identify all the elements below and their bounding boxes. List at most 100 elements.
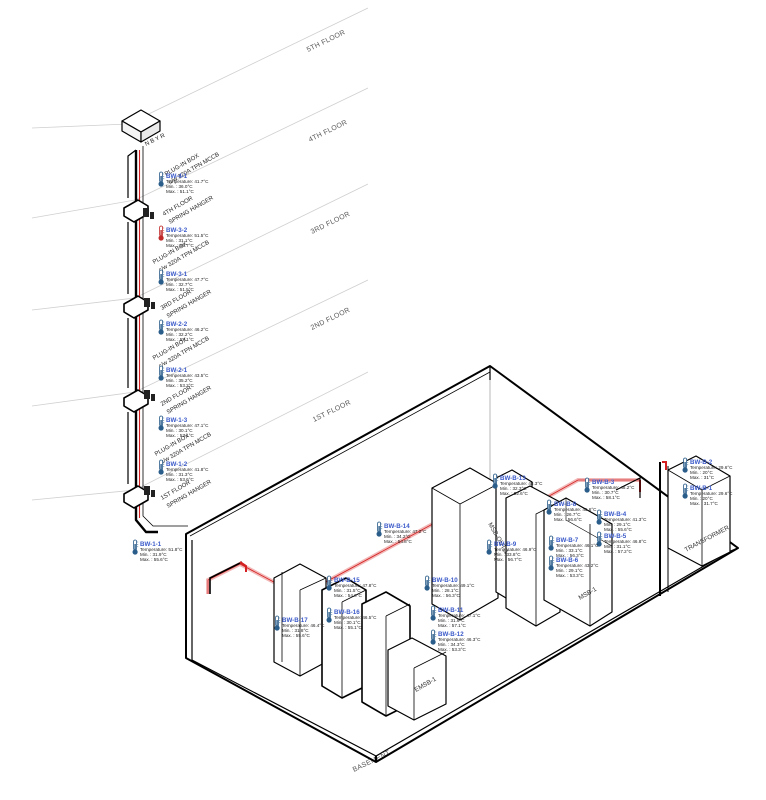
sensor-bw-2-2[interactable]: BW-2-2 Temperature: 46.2°C Min. : 32.2°C… (158, 319, 210, 342)
sensor-min: Min. : 30.1°C (166, 428, 193, 433)
thermometer-icon (274, 615, 281, 631)
sensor-temperature: Temperature: 46.8°C (604, 539, 647, 544)
sensor-bw-b-2[interactable]: BW-B-2 Temperature: 29.6°C Min. : 20°C M… (682, 457, 734, 480)
sensor-min: Min. : 31.8°C (282, 628, 309, 633)
thermometer-icon (546, 499, 553, 515)
sensor-min: Min. : 28.1°C (432, 588, 459, 593)
sensor-bw-1-1[interactable]: BW-1-1 Temperature: 51.8°C Min. : 31.9°C… (132, 539, 184, 562)
sensor-min: Min. : 31.3°C (166, 472, 193, 477)
thermometer-icon (158, 319, 165, 335)
sensor-id: BW-B-10 (432, 577, 458, 584)
sensor-bw-b-17[interactable]: BW-B-17 Temperature: 46.4°C Min. : 31.8°… (274, 615, 326, 638)
sensor-max: Max. : 55.6°C (140, 557, 169, 562)
sensor-min: Min. : 30.1°C (334, 620, 361, 625)
sensor-bw-b-13[interactable]: BW-B-13 Temperature: 48.3°C Min. : 32.3°… (492, 473, 544, 496)
sensor-min: Min. : 33.8°C (494, 552, 521, 557)
sensor-max: Max. : 57.1°C (166, 337, 195, 342)
sensor-max: Max. : 55.6°C (604, 527, 633, 532)
thermometer-icon (430, 605, 437, 621)
sensor-temperature: Temperature: 49.1°C (432, 583, 475, 588)
floor-label-5th: 5TH FLOOR (306, 29, 347, 54)
floor-label-3rd: 3RD FLOOR (310, 211, 352, 236)
sensor-temperature: Temperature: 43.2°C (556, 563, 599, 568)
sensor-max: Max. : 56.6°C (554, 517, 583, 522)
thermometer-icon (682, 457, 689, 473)
sensor-temperature: Temperature: 29.6°C (690, 465, 733, 470)
sensor-min: Min. : 26.7°C (554, 512, 581, 517)
sensor-id: BW-B-17 (282, 617, 308, 624)
sensor-bw-1-3[interactable]: BW-1-3 Temperature: 47.1°C Min. : 30.1°C… (158, 415, 210, 438)
sensor-bw-3-2[interactable]: BW-3-2 Temperature: 51.5°C Min. : 31.1°C… (158, 225, 210, 248)
sensor-max: Max. : 55.1°C (334, 625, 363, 630)
sensor-bw-b-9[interactable]: BW-B-9 Temperature: 46.9°C Min. : 33.8°C… (486, 539, 538, 562)
floor-label-4th: 4TH FLOOR (308, 119, 349, 144)
thermometer-icon (548, 555, 555, 571)
sensor-min: Min. : 32.3°C (500, 486, 527, 491)
sensor-max: Max. : 51.1°C (166, 189, 195, 194)
sensor-max: Max. : 51.5°C (166, 287, 195, 292)
basement-busbar (206, 461, 667, 599)
sensor-bw-b-16[interactable]: BW-B-16 Temperature: 46.5°C Min. : 30.1°… (326, 607, 378, 630)
sensor-temperature: Temperature: 47.7°C (166, 277, 209, 282)
sensor-min: Min. : 36.0°C (166, 184, 193, 189)
sensor-id: BW-2-2 (166, 321, 188, 328)
sensor-bw-b-5[interactable]: BW-B-5 Temperature: 46.8°C Min. : 31.1°C… (596, 531, 648, 554)
sensor-max: Max. : 53.2°C (166, 383, 195, 388)
sensor-max: Max. : 53.1°C (166, 433, 195, 438)
sensor-max: Max. : 57.1°C (438, 623, 467, 628)
sensor-id: BW-3-2 (166, 227, 188, 234)
sensor-id: BW-B-1 (690, 485, 713, 492)
plug-in-box-2f (144, 390, 155, 401)
sensor-id: BW-B-9 (494, 541, 517, 548)
sensor-bw-b-3[interactable]: BW-B-3 Temperature: 48.2°C Min. : 30.7°C… (584, 477, 636, 500)
sensor-id: BW-B-16 (334, 609, 360, 616)
sensor-temperature: Temperature: 46.9°C (494, 547, 537, 552)
sensor-min: Min. : 30.7°C (592, 490, 619, 495)
sensor-min: Min. : 31.1°C (604, 544, 631, 549)
sensor-min: Min. : 31.1°C (166, 238, 193, 243)
sensor-temperature: Temperature: 47.8°C (334, 583, 377, 588)
sensor-bw-b-8[interactable]: BW-B-8 Temperature: 45.6°C Min. : 26.7°C… (546, 499, 598, 522)
sensor-min: Min. : 31.6°C (438, 618, 465, 623)
sensor-bw-b-14[interactable]: BW-B-14 Temperature: 47.2°C Min. : 34.2°… (376, 521, 428, 544)
sensor-bw-1-2[interactable]: BW-1-2 Temperature: 41.8°C Min. : 31.3°C… (158, 459, 210, 482)
sensor-bw-b-6[interactable]: BW-B-6 Temperature: 43.2°C Min. : 29.1°C… (548, 555, 600, 578)
sensor-bw-3-1[interactable]: BW-3-1 Temperature: 47.7°C Min. : 32.7°C… (158, 269, 210, 292)
sensor-bw-b-4[interactable]: BW-B-4 Temperature: 41.3°C Min. : 29.1°C… (596, 509, 648, 532)
sensor-bw-b-10[interactable]: BW-B-10 Temperature: 49.1°C Min. : 28.1°… (424, 575, 476, 598)
sensor-bw-b-7[interactable]: BW-B-7 Temperature: 46.1°C Min. : 33.1°C… (548, 535, 600, 558)
sensor-temperature: Temperature: 48.3°C (500, 481, 543, 486)
transformer (667, 455, 731, 567)
sensor-temperature: Temperature: 47.2°C (384, 529, 427, 534)
thermometer-icon (584, 477, 591, 493)
sensor-id: BW-B-8 (554, 501, 577, 508)
thermometer-icon (158, 459, 165, 475)
sensor-id: BW-B-7 (556, 537, 579, 544)
sensor-bw-b-11[interactable]: BW-B-11 Temperature: 47.1°C Min. : 31.6°… (430, 605, 482, 628)
sensor-bw-b-1[interactable]: BW-B-1 Temperature: 29.6°C Min. : 20°C M… (682, 483, 734, 506)
sensor-bw-b-12[interactable]: BW-B-12 Temperature: 46.3°C Min. : 34.3°… (430, 629, 482, 652)
thermometer-icon (158, 171, 165, 187)
sensor-min: Min. : 35.2°C (166, 378, 193, 383)
sensor-id: BW-1-1 (140, 541, 162, 548)
sensor-max: Max. : 31.7°C (690, 501, 719, 506)
sensor-max: Max. : 55.7°C (166, 243, 195, 248)
plug-in-box-3f (144, 298, 155, 309)
sensor-bw-b-15[interactable]: BW-B-15 Temperature: 47.8°C Min. : 31.5°… (326, 575, 378, 598)
sensor-max: Max. : 56.3°C (556, 553, 585, 558)
sensor-id: BW-B-6 (556, 557, 579, 564)
thermometer-icon (430, 629, 437, 645)
thermometer-icon (132, 539, 139, 555)
thermometer-icon (326, 575, 333, 591)
thermometer-icon (376, 521, 383, 537)
sensor-max: Max. : 53.3°C (438, 647, 467, 652)
sensor-temperature: Temperature: 47.1°C (166, 423, 209, 428)
sensor-temperature: Temperature: 45.6°C (554, 507, 597, 512)
plug-in-box-1f (144, 486, 155, 497)
thermometer-icon (682, 483, 689, 499)
sensor-min: Min. : 29.1°C (604, 522, 631, 527)
thermometer-icon (596, 509, 603, 525)
sensor-bw-2-1[interactable]: BW-2-1 Temperature: 43.5°C Min. : 35.2°C… (158, 365, 210, 388)
sensor-min: Min. : 20°C (690, 470, 713, 475)
sensor-bw-4-1[interactable]: BW-4-1 Temperature: 41.7°C Min. : 36.0°C… (158, 171, 210, 194)
